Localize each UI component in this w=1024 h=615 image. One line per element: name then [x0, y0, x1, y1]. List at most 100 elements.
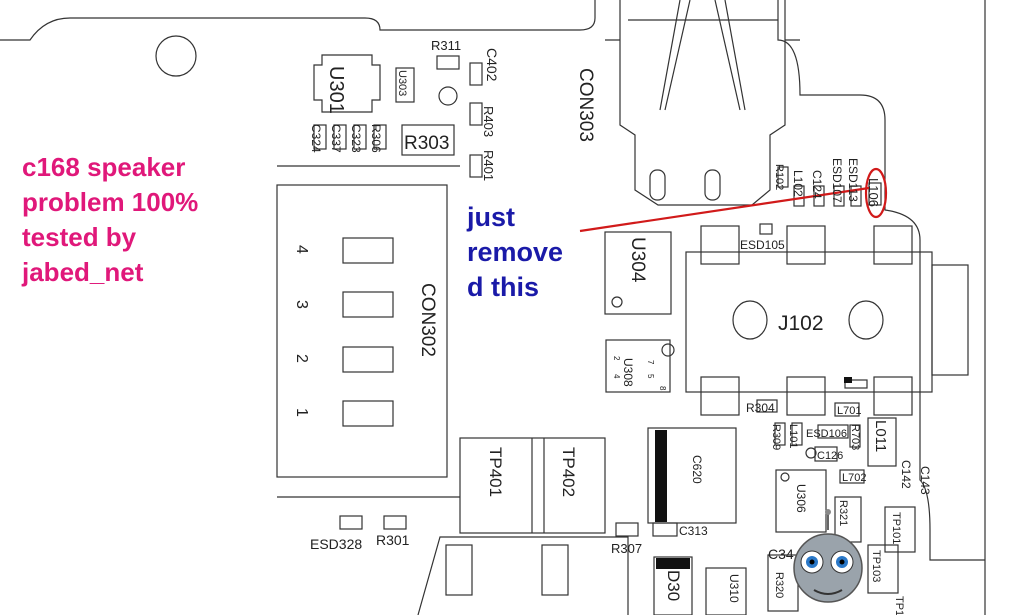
u308-pin-label: 8	[658, 386, 667, 391]
u308-pin-label: 5	[646, 374, 655, 379]
r311-label: R311	[431, 38, 461, 53]
c124-label: C124	[810, 170, 824, 199]
note-line: problem 100%	[22, 187, 199, 217]
esd107-label: ESD107	[830, 158, 844, 203]
removal-note: just remove d this	[467, 200, 607, 305]
j102-pad	[873, 225, 913, 265]
l101-pad	[791, 422, 803, 446]
con302-pin-pad	[342, 291, 394, 318]
note-line: just	[467, 202, 516, 232]
r307-label: R307	[611, 541, 642, 556]
u303-outline	[395, 67, 415, 103]
r703-pad	[849, 424, 861, 448]
u308-pin-label: 2	[612, 356, 621, 361]
c142-label: C142	[899, 460, 913, 489]
c337-label: C337	[329, 124, 343, 153]
con302-label: CON302	[417, 283, 438, 357]
u308-pin1	[661, 343, 675, 357]
tp101-label: TP101	[890, 512, 902, 544]
j102-pad	[700, 376, 740, 416]
r401-pad	[469, 154, 483, 178]
esd106-pad	[817, 424, 849, 439]
esd107-pad	[833, 185, 845, 207]
bottom-connector	[417, 536, 629, 615]
c34-label: C34	[768, 546, 794, 562]
d30-band	[656, 558, 690, 569]
r403-label: R403	[481, 106, 496, 137]
speaker-note: c168 speaker problem 100% tested by jabe…	[22, 150, 282, 290]
c126-label: C126	[817, 450, 843, 462]
l701-pad	[834, 402, 860, 417]
robot-mascot	[793, 509, 863, 603]
c323-label: C323	[349, 124, 363, 153]
c620-outline	[647, 427, 737, 524]
c620-label: C620	[690, 455, 704, 484]
bottom-pad	[541, 544, 569, 596]
u304-outline	[604, 231, 672, 315]
esd113-label: ESD113	[846, 158, 860, 202]
note-line: remove	[467, 237, 564, 267]
r303-outline	[401, 124, 455, 156]
r309-pad	[774, 422, 786, 446]
j102-pad	[786, 225, 826, 265]
c143-label: C143	[918, 466, 932, 495]
con302-pin-pad	[342, 400, 394, 427]
bottom-pad	[445, 544, 473, 596]
con302-pin4-label: 4	[293, 245, 310, 254]
j102-hole	[732, 300, 768, 340]
con303-outline	[619, 0, 786, 206]
r304-label: R304	[746, 401, 775, 415]
note-line: d this	[467, 272, 539, 302]
con302-outline	[276, 184, 448, 478]
l102-pad	[793, 185, 805, 207]
l702-label: L702	[842, 472, 866, 484]
esd106-label: ESD106	[806, 428, 847, 440]
c402-label: C402	[484, 48, 500, 82]
d30-outline	[653, 556, 693, 615]
c402-pad	[469, 62, 483, 86]
r321-label: R321	[837, 500, 849, 526]
board-edge-right	[777, 0, 985, 561]
l102-label: L102	[791, 170, 805, 197]
r301-label: R301	[376, 532, 410, 548]
note-line: tested by	[22, 222, 137, 252]
l701-label: L701	[837, 405, 861, 417]
u308-label: U308	[621, 358, 635, 387]
r703-label: R703	[849, 424, 861, 450]
r102-pad	[777, 166, 789, 188]
c324-pad	[313, 124, 327, 150]
con302-pin-pad	[342, 346, 394, 373]
l106-label: L106	[866, 178, 881, 207]
con302-pin2-label: 2	[293, 354, 310, 363]
mounting-hole	[155, 35, 197, 77]
tp1-label: TP1	[893, 596, 905, 615]
j102-marker	[844, 379, 868, 389]
u304-label: U304	[627, 237, 648, 283]
j102-plug	[931, 264, 969, 376]
tp402-label: TP402	[559, 447, 578, 497]
r304-pad	[756, 399, 778, 413]
u308-pin-label: 4	[612, 374, 621, 379]
con303-spring	[659, 0, 746, 111]
u304-pin1	[611, 296, 623, 308]
note-line: c168 speaker	[22, 152, 186, 182]
u308-outline	[605, 339, 671, 393]
note-line: jabed_net	[22, 257, 144, 287]
highlight-circle	[864, 167, 888, 219]
r102-label: R102	[773, 164, 785, 190]
esd105-label: ESD105	[740, 238, 785, 252]
j102-pad	[786, 376, 826, 416]
j102-dot	[844, 377, 852, 383]
esd113-pad	[850, 185, 862, 207]
u301-label: U301	[325, 66, 347, 114]
pointer-line	[579, 186, 870, 233]
c313-label: C313	[679, 524, 708, 538]
l101-label: L101	[787, 424, 799, 448]
j102-pad	[873, 376, 913, 416]
tp103-outline	[867, 544, 899, 594]
esd105-pad	[759, 223, 773, 235]
u306-label: U306	[794, 484, 808, 513]
tp401-label: TP401	[486, 447, 505, 497]
